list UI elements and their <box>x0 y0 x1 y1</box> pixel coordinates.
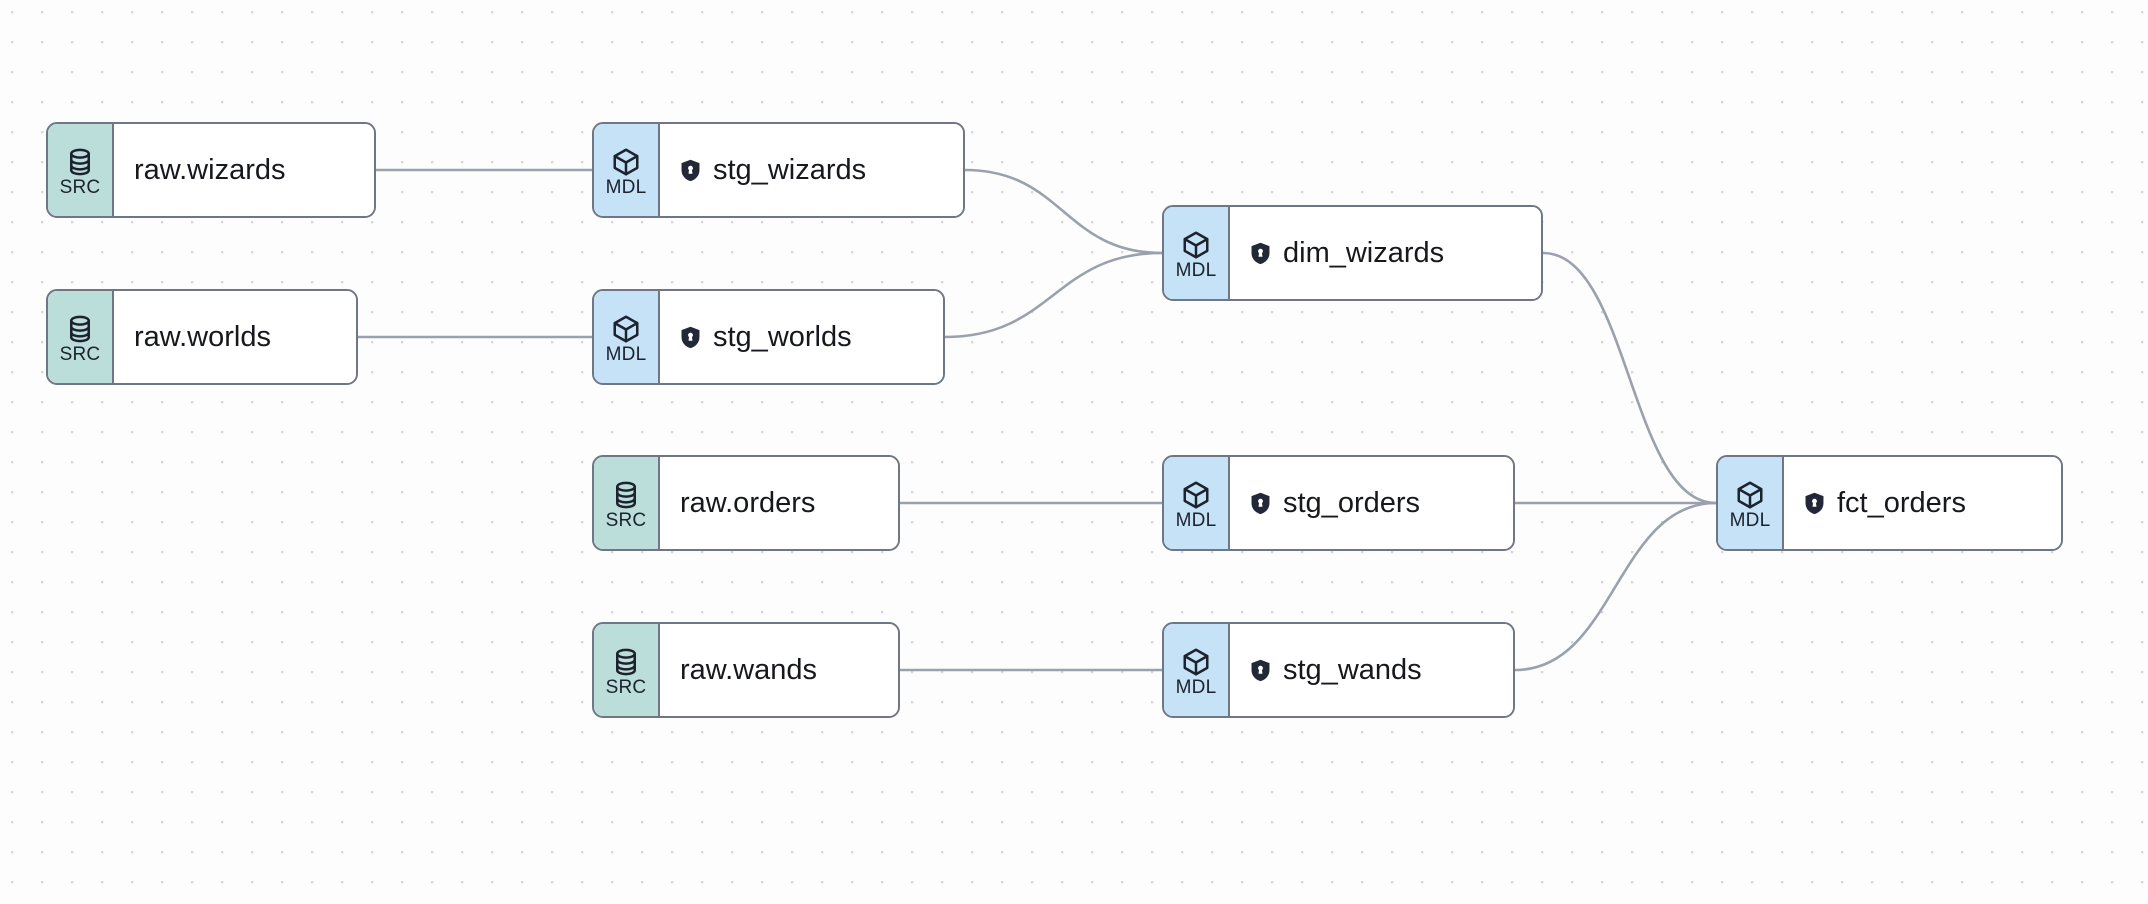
lineage-node-raw-wands[interactable]: SRC raw.wands <box>592 622 900 718</box>
node-type-label: MDL <box>1729 510 1771 531</box>
lineage-node-stg-wizards[interactable]: MDL stg_wizards <box>592 122 965 218</box>
lineage-edge <box>963 168 1164 255</box>
node-body: stg_orders <box>1230 457 1513 549</box>
node-body: stg_wands <box>1230 624 1513 716</box>
lineage-node-fct-orders[interactable]: MDL fct_orders <box>1716 455 2063 551</box>
shield-lock-icon <box>680 326 701 349</box>
node-type-label: MDL <box>1175 510 1217 531</box>
cube-icon <box>1181 480 1211 510</box>
lineage-node-raw-worlds[interactable]: SRC raw.worlds <box>46 289 358 385</box>
node-label: raw.worlds <box>134 321 271 353</box>
node-label: raw.orders <box>680 487 816 519</box>
lineage-node-stg-wands[interactable]: MDL stg_wands <box>1162 622 1515 718</box>
lineage-edge <box>1513 501 1718 672</box>
node-label: raw.wands <box>680 654 818 686</box>
node-body: stg_wizards <box>660 124 963 216</box>
node-label: stg_wizards <box>713 154 867 186</box>
node-body: dim_wizards <box>1230 207 1541 299</box>
node-type-label: SRC <box>59 177 101 198</box>
cube-icon <box>1181 647 1211 677</box>
node-label: fct_orders <box>1837 487 1966 519</box>
node-type-badge-mdl: MDL <box>1718 457 1784 549</box>
shield-lock-icon <box>1250 242 1271 265</box>
node-label: stg_orders <box>1283 487 1421 519</box>
database-icon <box>611 480 641 510</box>
node-label: raw.wizards <box>134 154 286 186</box>
lineage-node-stg-orders[interactable]: MDL stg_orders <box>1162 455 1515 551</box>
node-body: raw.worlds <box>114 291 356 383</box>
node-body: raw.wands <box>660 624 898 716</box>
node-body: raw.orders <box>660 457 898 549</box>
lineage-edge <box>943 251 1164 339</box>
node-type-badge-mdl: MDL <box>594 291 660 383</box>
cube-icon <box>611 147 641 177</box>
shield-lock-icon <box>1804 492 1825 515</box>
node-label: stg_wands <box>1283 654 1422 686</box>
node-type-badge-src: SRC <box>48 124 114 216</box>
node-type-badge-src: SRC <box>48 291 114 383</box>
node-type-badge-mdl: MDL <box>1164 207 1230 299</box>
database-icon <box>65 314 95 344</box>
cube-icon <box>611 314 641 344</box>
node-type-badge-mdl: MDL <box>1164 624 1230 716</box>
lineage-node-dim-wizards[interactable]: MDL dim_wizards <box>1162 205 1543 301</box>
node-type-label: SRC <box>605 677 647 698</box>
database-icon <box>611 647 641 677</box>
node-type-label: MDL <box>605 177 647 198</box>
node-type-label: MDL <box>1175 260 1217 281</box>
cube-icon <box>1181 230 1211 260</box>
lineage-edge <box>1541 251 1718 505</box>
node-type-label: MDL <box>1175 677 1217 698</box>
node-type-badge-src: SRC <box>594 624 660 716</box>
lineage-node-raw-wizards[interactable]: SRC raw.wizards <box>46 122 376 218</box>
node-type-badge-src: SRC <box>594 457 660 549</box>
node-body: stg_worlds <box>660 291 943 383</box>
cube-icon <box>1735 480 1765 510</box>
node-label: stg_worlds <box>713 321 852 353</box>
node-body: fct_orders <box>1784 457 2061 549</box>
node-type-badge-mdl: MDL <box>1164 457 1230 549</box>
shield-lock-icon <box>1250 659 1271 682</box>
node-body: raw.wizards <box>114 124 374 216</box>
node-type-label: SRC <box>59 344 101 365</box>
shield-lock-icon <box>1250 492 1271 515</box>
node-type-label: SRC <box>605 510 647 531</box>
node-label: dim_wizards <box>1283 237 1445 269</box>
shield-lock-icon <box>680 159 701 182</box>
database-icon <box>65 147 95 177</box>
lineage-node-raw-orders[interactable]: SRC raw.orders <box>592 455 900 551</box>
node-type-label: MDL <box>605 344 647 365</box>
node-type-badge-mdl: MDL <box>594 124 660 216</box>
lineage-node-stg-worlds[interactable]: MDL stg_worlds <box>592 289 945 385</box>
